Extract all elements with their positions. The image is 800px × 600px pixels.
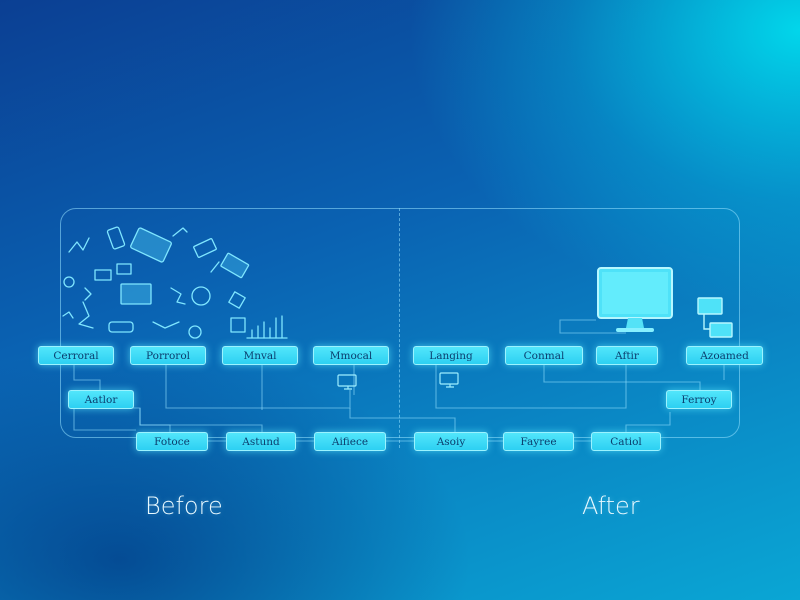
node-asoiy: Asoiy (414, 432, 488, 451)
node-porrorol: Porrorol (130, 346, 206, 365)
node-astund: Astund (226, 432, 296, 451)
before-label: Before (145, 492, 223, 520)
node-fotoce: Fotoce (136, 432, 208, 451)
scattered-devices-icon (62, 226, 288, 339)
node-fayree: Fayree (503, 432, 574, 451)
before-after-divider (399, 208, 400, 448)
networked-devices-icon (697, 297, 733, 338)
diagram-frame (60, 208, 740, 438)
node-aftir: Aftir (596, 346, 658, 365)
node-catiol: Catiol (591, 432, 661, 451)
small-monitor-icon (337, 374, 357, 390)
desktop-monitor-icon (597, 267, 673, 332)
node-ferroy: Ferroy (666, 390, 732, 409)
after-label: After (582, 492, 640, 520)
node-aatlor: Aatlor (68, 390, 134, 409)
node-mnval: Mnval (222, 346, 298, 365)
node-azoamed: Azoamed (686, 346, 763, 365)
node-aifiece: Aifiece (314, 432, 386, 451)
node-langing: Langing (413, 346, 489, 365)
node-cerroral: Cerroral (38, 346, 114, 365)
node-conmal: Conmal (505, 346, 583, 365)
node-mmocal: Mmocal (313, 346, 389, 365)
small-monitor-icon (439, 372, 459, 388)
